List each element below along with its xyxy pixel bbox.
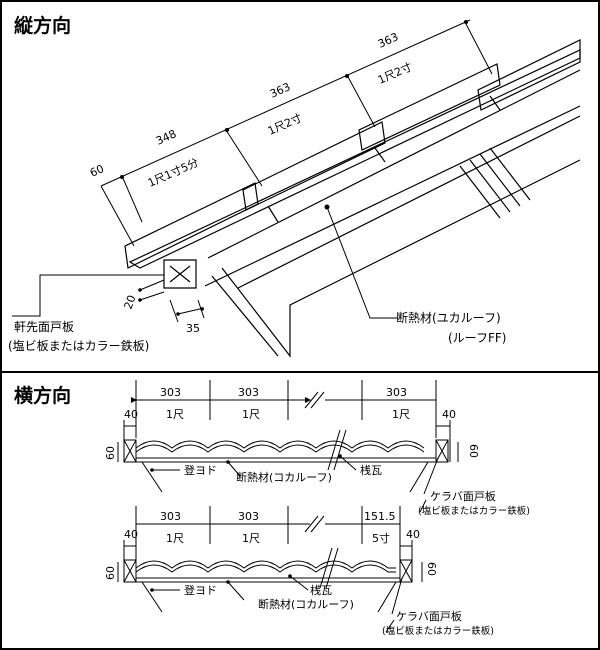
top-dim-3-jp: 1尺 — [392, 408, 410, 421]
slope-dimensions — [100, 19, 493, 247]
top-tile-label: 桟瓦 — [360, 463, 382, 477]
roof-section-longitudinal — [124, 39, 581, 358]
bottom-dim-1-jp: 1尺 — [166, 532, 184, 545]
bottom-dim-1: 303 — [160, 510, 181, 523]
insulation-label: 断熱材(ユカルーフ) — [396, 310, 501, 325]
top-nobori-label: 登ヨド — [184, 463, 217, 477]
top-dim-3: 303 — [386, 386, 407, 399]
top-dim-1-jp: 1尺 — [166, 408, 184, 421]
bottom-dim-60-right: 60 — [425, 562, 438, 576]
dim-348: 348 — [154, 127, 178, 147]
top-kerab-label: ケラバ面戸板 — [430, 489, 496, 503]
bottom-dim-60-left: 60 — [104, 566, 117, 580]
bottom-dim-3: 151.5 — [364, 510, 396, 523]
bottom-dim-40-left: 40 — [124, 528, 138, 541]
bottom-kerab-material: (塩ビ板またはカラー鉄板) — [382, 625, 494, 637]
section1-title: 縦方向 — [14, 14, 71, 37]
dim-35: 35 — [186, 322, 200, 335]
section2-title: 横方向 — [14, 384, 71, 407]
top-dim-60-right: 60 — [467, 444, 480, 458]
bottom-dim-3-jp: 5寸 — [372, 531, 390, 545]
top-dim-40-right: 40 — [442, 408, 456, 421]
top-kerab-material: (塩ビ板またはカラー鉄板) — [418, 505, 530, 517]
eave-dims — [139, 279, 205, 323]
top-insulation-label: 断熱材(コカルーフ) — [236, 470, 332, 484]
dim-363a: 363 — [268, 80, 292, 100]
transverse-bottom — [117, 506, 423, 633]
dim-363a-jp: 1尺2寸 — [266, 110, 305, 137]
bottom-dim-2-jp: 1尺 — [242, 532, 260, 545]
insulation-product: (ルーフFF) — [448, 331, 506, 345]
bottom-insulation-label: 断熱材(コカルーフ) — [258, 597, 354, 611]
top-dim-2-jp: 1尺 — [242, 408, 260, 421]
bottom-dim-40-right: 40 — [406, 528, 420, 541]
top-dim-2: 303 — [238, 386, 259, 399]
top-dim-40-left: 40 — [124, 408, 138, 421]
dim-348-jp: 1尺1寸5分 — [146, 155, 201, 190]
eave-fascia-material: (塩ビ板またはカラー鉄板) — [8, 338, 149, 353]
transverse-top — [117, 380, 459, 513]
dim-363b-jp: 1尺2寸 — [376, 59, 415, 86]
bottom-kerab-label: ケラバ面戸板 — [396, 609, 462, 623]
bottom-tile-label: 桟瓦 — [310, 583, 332, 597]
bottom-nobori-label: 登ヨド — [184, 583, 217, 597]
top-dim-60-left: 60 — [104, 446, 117, 460]
dim-20: 20 — [122, 293, 139, 311]
dim-363b: 363 — [376, 30, 400, 50]
dim-60: 60 — [88, 162, 106, 180]
eave-fascia-label: 軒先面戸板 — [14, 320, 74, 334]
bottom-dim-2: 303 — [238, 510, 259, 523]
top-dim-1: 303 — [160, 386, 181, 399]
